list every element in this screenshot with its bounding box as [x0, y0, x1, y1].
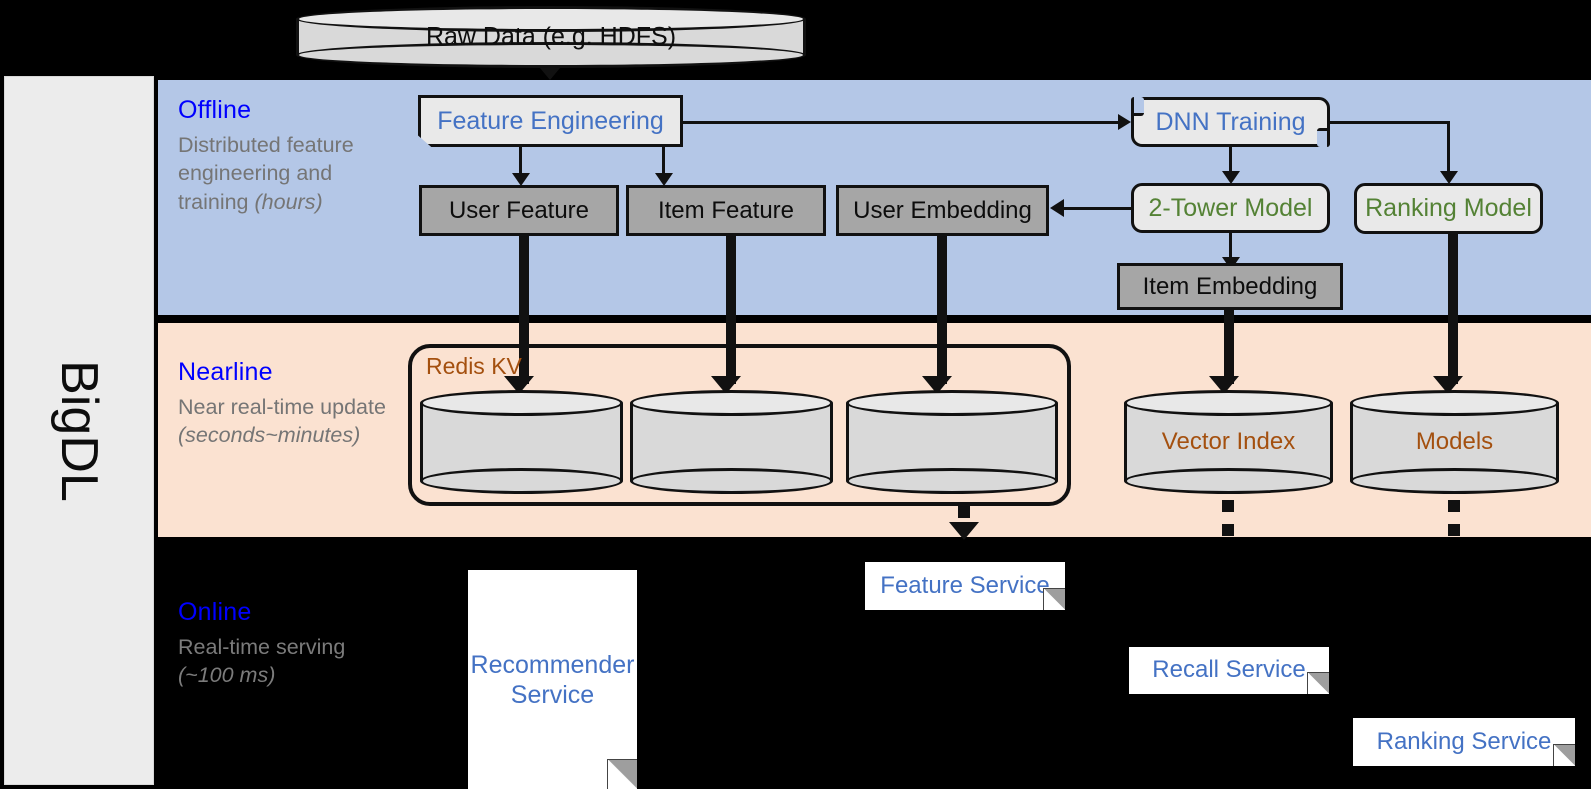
models-label: Models — [1415, 428, 1494, 455]
nearline-title: Nearline — [178, 358, 273, 386]
nearline-description: Near real-time update (seconds~minutes) — [178, 393, 403, 450]
online-description: Real-time serving (~100 ms) — [178, 633, 403, 690]
models-cylinder-top — [1350, 390, 1559, 416]
edge-dnn-to-ranking-arrow — [1440, 171, 1458, 184]
node-ranking-service[interactable]: Ranking Service — [1353, 718, 1575, 766]
recommender-service-text: Recommender Service — [471, 650, 635, 710]
online-title: Online — [178, 598, 252, 626]
store2-cylinder-top — [630, 390, 833, 416]
models-cylinder[interactable]: Models — [1350, 390, 1559, 494]
store-cylinder-1[interactable] — [420, 390, 623, 494]
offline-desc-text: Distributed feature engineering and trai… — [178, 133, 354, 214]
node-feature-service[interactable]: Feature Service — [865, 562, 1065, 610]
user-embedding-label: User Embedding — [853, 196, 1032, 224]
dashed-vectorindex-to-recall-service — [1222, 500, 1234, 544]
raw-data-cylinder: Raw Data (e.g. HDFS) — [296, 6, 806, 68]
node-item-feature[interactable]: Item Feature — [626, 185, 826, 236]
node-user-embedding[interactable]: User Embedding — [836, 185, 1049, 236]
edge-fe-to-itemfeature-arrow — [655, 173, 673, 186]
node-item-embedding[interactable]: Item Embedding — [1117, 263, 1343, 310]
offline-desc-em: (hours) — [254, 189, 323, 214]
edge-fe-to-dnn-line — [683, 121, 1118, 124]
redis-kv-group — [408, 344, 1071, 506]
pipe-itemembedding-to-vectorindex — [1224, 310, 1234, 384]
vector-index-cylinder-bottom — [1124, 468, 1333, 494]
pipe-itemfeature-to-store2 — [726, 236, 736, 384]
offline-heading: Offline Distributed feature engineering … — [178, 96, 403, 216]
recommender-service-line2: Service — [510, 680, 595, 709]
node-recommender-service[interactable]: Recommender Service — [468, 570, 637, 789]
feature-engineering-label: Feature Engineering — [437, 106, 664, 135]
edge-twotower-to-userembedding-arrow — [1050, 199, 1064, 217]
online-desc-em: (~100 ms) — [178, 663, 276, 688]
edge-dnn-to-twotower-arrow — [1222, 171, 1240, 184]
recommender-service-line1: Recommender — [470, 650, 635, 679]
store1-cylinder-top — [420, 390, 623, 416]
two-tower-model-label: 2-Tower Model — [1148, 193, 1313, 222]
node-dnn-training[interactable]: DNN Training — [1131, 97, 1330, 147]
node-feature-engineering[interactable]: Feature Engineering — [418, 95, 683, 147]
offline-description: Distributed feature engineering and trai… — [178, 131, 403, 216]
ranking-model-label: Ranking Model — [1365, 194, 1532, 223]
nearline-desc-text: Near real-time update — [178, 395, 386, 419]
nearline-heading: Nearline Near real-time update (seconds~… — [178, 358, 403, 450]
edge-fe-to-userfeature-arrow — [512, 173, 530, 186]
node-user-feature[interactable]: User Feature — [419, 185, 619, 236]
store1-cylinder-bottom — [420, 468, 623, 494]
item-feature-label: Item Feature — [657, 196, 795, 224]
edge-dnn-to-ranking-v — [1447, 121, 1450, 173]
pipe-userembedding-to-store3 — [937, 236, 947, 384]
store3-cylinder-top — [846, 390, 1058, 416]
edge-fe-to-userfeature-line — [519, 147, 522, 175]
store-cylinder-2[interactable] — [630, 390, 833, 494]
ranking-service-label: Ranking Service — [1376, 727, 1552, 755]
item-embedding-label: Item Embedding — [1142, 272, 1318, 300]
dnn-training-label: DNN Training — [1155, 107, 1306, 136]
edge-fe-to-itemfeature-line — [662, 147, 665, 175]
raw-data-cylinder-bottom — [296, 42, 806, 68]
models-cylinder-bottom — [1350, 468, 1559, 494]
online-desc-text: Real-time serving — [178, 635, 346, 659]
online-heading: Online Real-time serving (~100 ms) — [178, 598, 403, 690]
pipe-rankingmodel-to-models — [1448, 234, 1458, 384]
node-recall-service[interactable]: Recall Service — [1129, 647, 1329, 694]
store3-cylinder-bottom — [846, 468, 1058, 494]
page-fold-icon — [1553, 744, 1575, 766]
raw-data-cylinder-top — [296, 6, 806, 32]
dashed-models-to-ranking-service — [1448, 500, 1460, 544]
pipe-userfeature-to-store1 — [519, 236, 529, 384]
vector-index-cylinder[interactable]: Vector Index — [1124, 390, 1333, 494]
edge-twotower-to-itememb-line — [1229, 233, 1232, 260]
nearline-desc-em: (seconds~minutes) — [178, 423, 361, 448]
edge-dnn-to-ranking-h — [1330, 121, 1450, 124]
user-feature-label: User Feature — [448, 196, 590, 224]
edge-twotower-to-userembedding-line — [1064, 207, 1133, 210]
page-fold-icon — [1043, 588, 1065, 610]
redis-kv-label: Redis KV — [426, 353, 522, 379]
page-fold-icon — [1307, 672, 1329, 694]
node-ranking-model[interactable]: Ranking Model — [1354, 183, 1543, 234]
raw-data-label: Raw Data (e.g. HDFS) — [425, 22, 677, 51]
bigdl-label: BigDL — [50, 359, 108, 502]
bigdl-sidebar: BigDL — [4, 76, 154, 785]
offline-title: Offline — [178, 96, 252, 124]
page-fold-icon — [607, 759, 637, 789]
vector-index-cylinder-top — [1124, 390, 1333, 416]
recall-service-label: Recall Service — [1152, 656, 1306, 684]
vector-index-label: Vector Index — [1161, 428, 1296, 455]
feature-service-label: Feature Service — [880, 571, 1050, 599]
edge-dnn-to-twotower-line — [1229, 147, 1232, 173]
node-2-tower-model[interactable]: 2-Tower Model — [1131, 183, 1330, 233]
dashed-feature-service-arrow — [949, 522, 979, 540]
store-cylinder-3[interactable] — [846, 390, 1058, 494]
store2-cylinder-bottom — [630, 468, 833, 494]
edge-fe-to-dnn-arrow — [1118, 114, 1131, 130]
